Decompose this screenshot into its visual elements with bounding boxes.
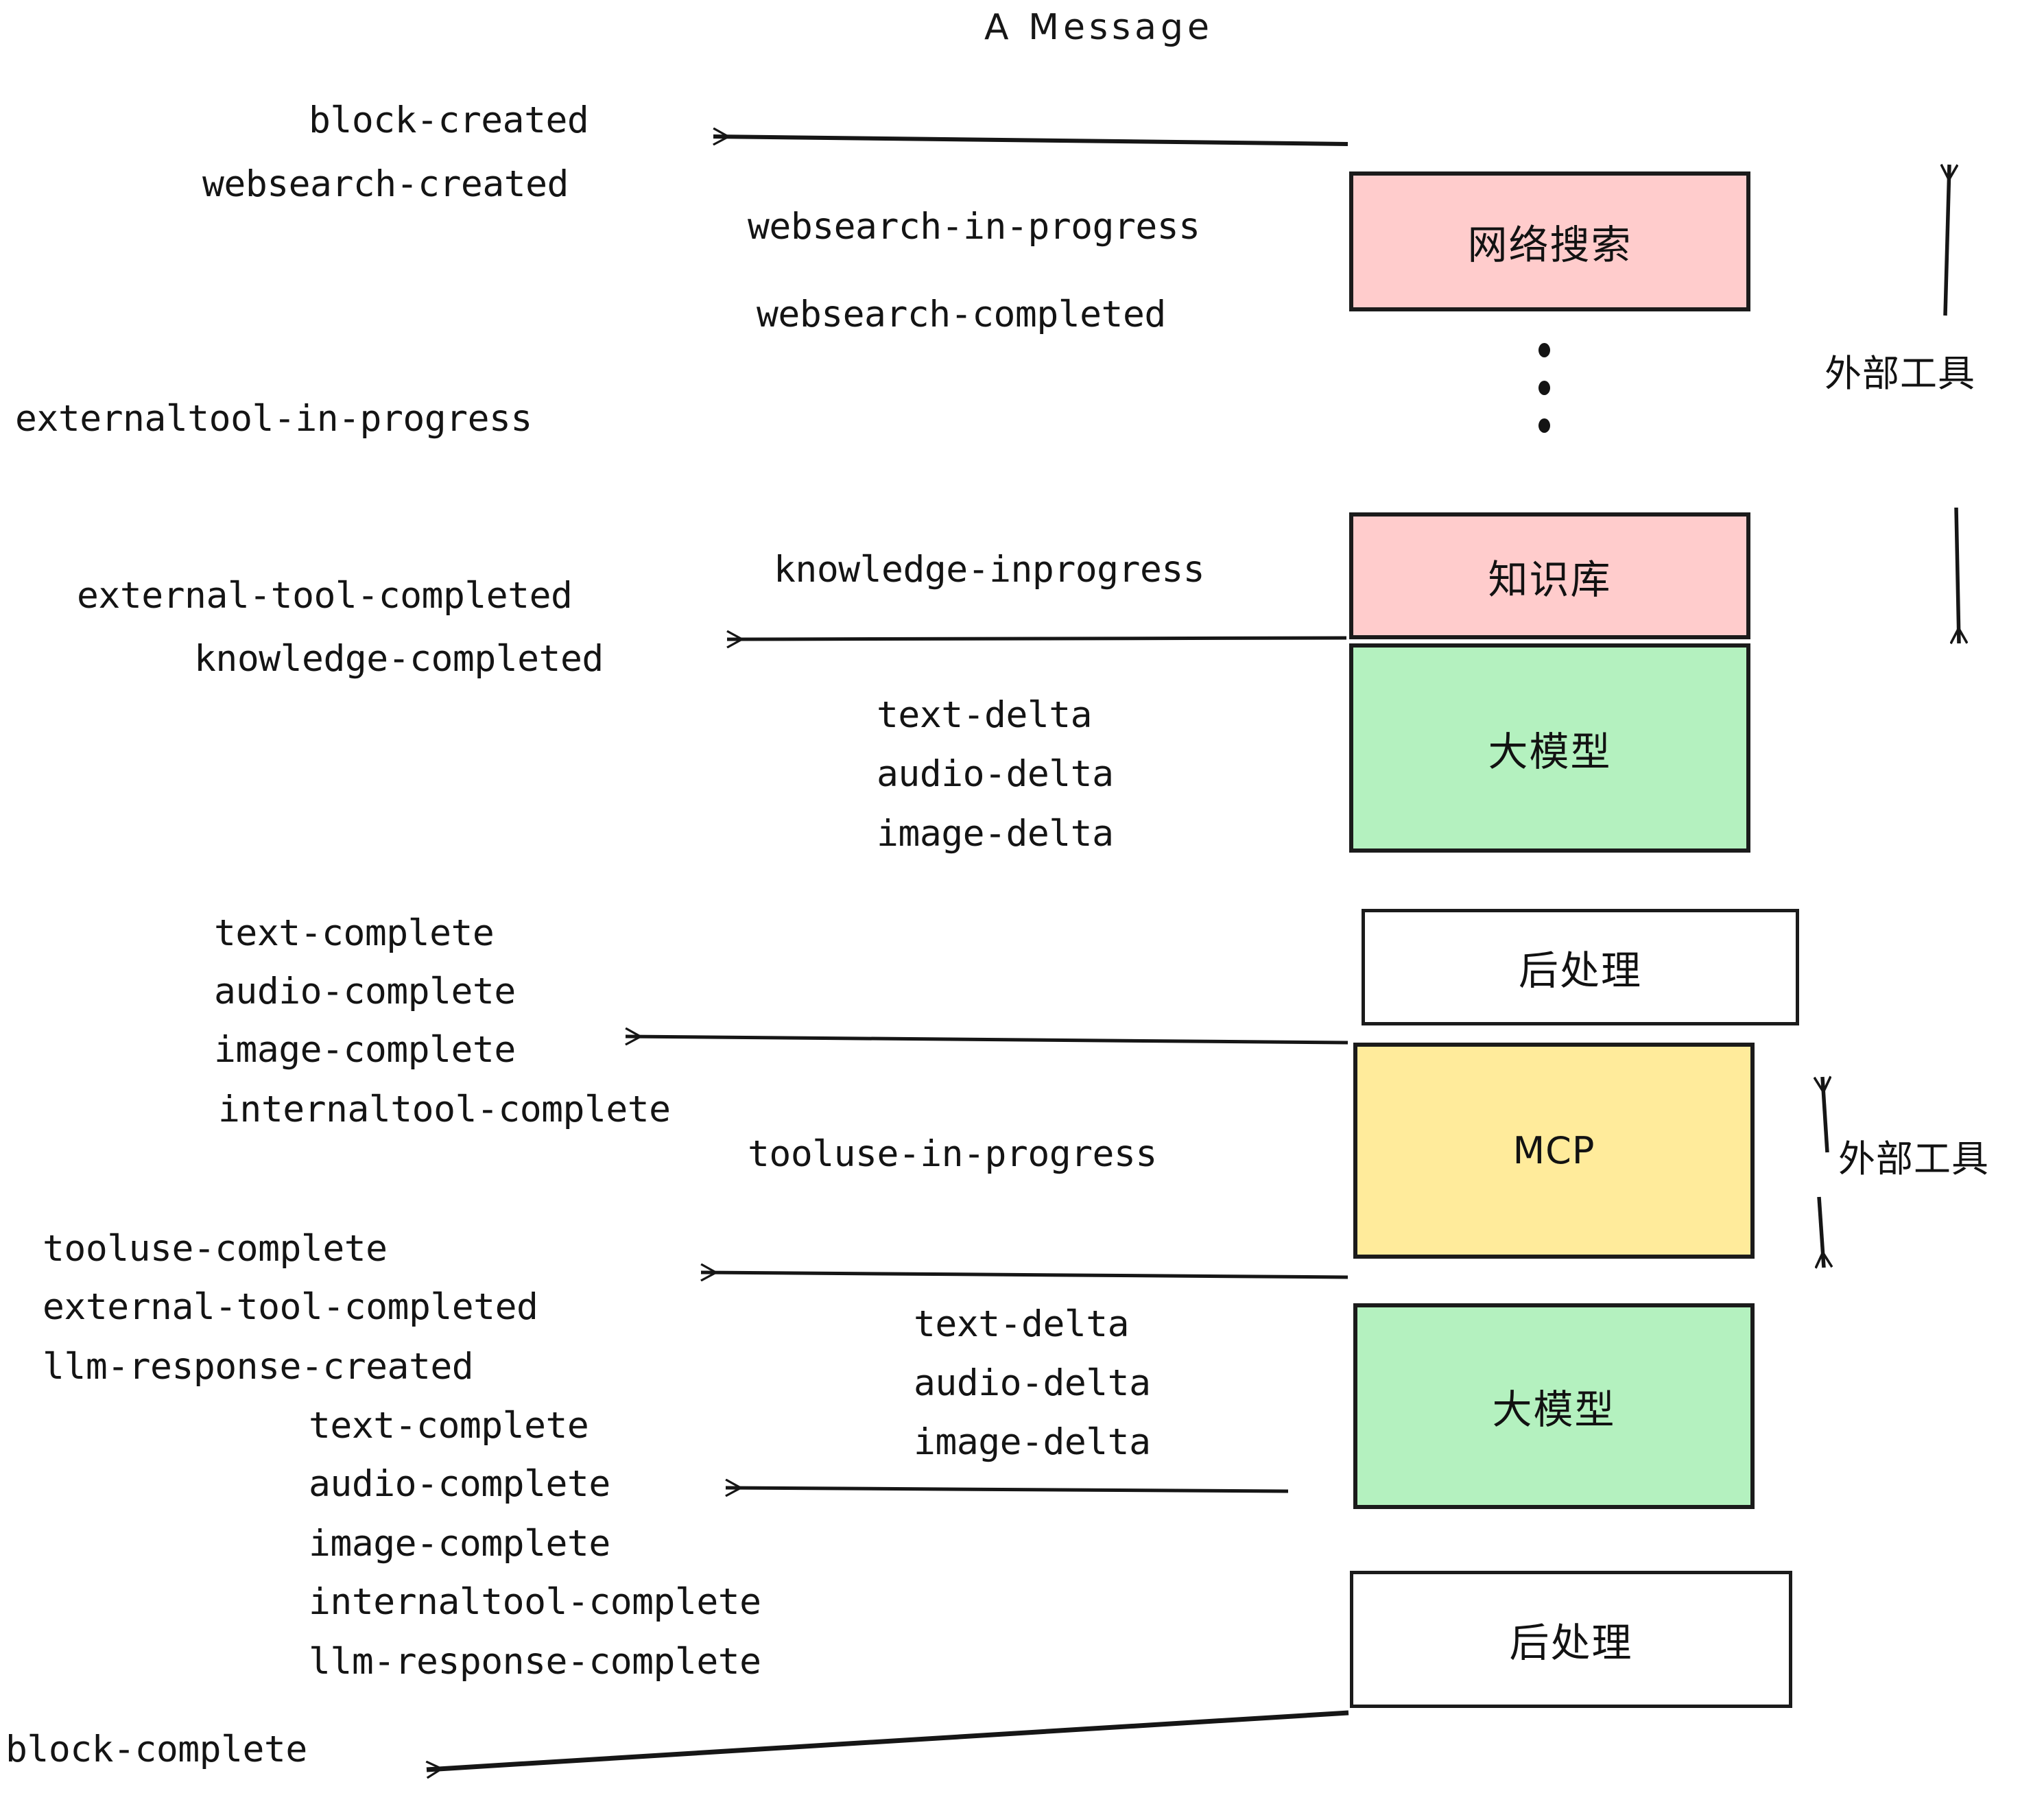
- event-block-complete: block-complete: [5, 1729, 307, 1770]
- node-llm-lower[interactable]: 大模型: [1353, 1303, 1755, 1509]
- event-externaltool-in-progress: externaltool-in-progress: [15, 398, 532, 440]
- event-audio-delta-upper: audio-delta: [877, 753, 1114, 795]
- node-mcp[interactable]: MCP: [1353, 1043, 1755, 1259]
- event-audio-delta-lower: audio-delta: [914, 1362, 1151, 1404]
- event-image-delta-lower: image-delta: [914, 1421, 1151, 1463]
- event-image-complete-upper: image-complete: [214, 1029, 516, 1071]
- event-audio-complete-lower: audio-complete: [309, 1463, 610, 1505]
- event-audio-complete-upper: audio-complete: [214, 971, 516, 1012]
- event-knowledge-completed: knowledge-completed: [194, 638, 604, 680]
- ellipsis-icon: [1538, 343, 1550, 433]
- event-websearch-in-progress: websearch-in-progress: [748, 206, 1200, 248]
- event-knowledge-inprogress: knowledge-inprogress: [774, 549, 1205, 591]
- event-image-delta-upper: image-delta: [877, 813, 1114, 855]
- event-tooluse-in-progress: tooluse-in-progress: [748, 1133, 1157, 1175]
- scope-label-external-tools-upper: 外部工具: [1825, 352, 1975, 395]
- event-llm-response-complete: llm-response-complete: [309, 1641, 761, 1683]
- event-image-complete-lower: image-complete: [309, 1523, 610, 1565]
- scope-label-external-tools-lower: 外部工具: [1838, 1137, 1989, 1180]
- event-external-tool-completed-upper: external-tool-completed: [77, 575, 573, 617]
- event-llm-response-created: llm-response-created: [43, 1346, 474, 1388]
- node-llm-upper[interactable]: 大模型: [1349, 643, 1750, 853]
- event-websearch-created: websearch-created: [202, 163, 569, 205]
- event-websearch-completed: websearch-completed: [757, 294, 1166, 335]
- arrow-block-created: [713, 137, 1348, 146]
- node-knowledge[interactable]: 知识库: [1349, 512, 1750, 639]
- arrow-image-complete: [626, 1036, 1348, 1043]
- page-title: A Message: [984, 7, 1214, 48]
- scope-arrow-external-tools-upper-down: [1956, 507, 1959, 643]
- event-text-complete-lower: text-complete: [309, 1405, 589, 1447]
- node-mcp-label: MCP: [1512, 1129, 1595, 1172]
- event-text-delta-lower: text-delta: [914, 1303, 1130, 1345]
- event-internaltool-complete-lower: internaltool-complete: [309, 1581, 761, 1623]
- node-knowledge-label: 知识库: [1488, 556, 1612, 603]
- node-llm-upper-label: 大模型: [1488, 728, 1612, 775]
- node-postprocess-lower[interactable]: 后处理: [1350, 1571, 1792, 1708]
- node-llm-lower-label: 大模型: [1492, 1386, 1616, 1433]
- scope-arrow-external-tools-upper-up: [1945, 165, 1949, 316]
- node-postprocess-upper-label: 后处理: [1518, 947, 1642, 994]
- event-text-delta-upper: text-delta: [877, 694, 1093, 736]
- node-websearch-label: 网络搜索: [1467, 222, 1632, 268]
- node-postprocess-lower-label: 后处理: [1509, 1619, 1633, 1666]
- arrow-knowledge-completed: [727, 638, 1347, 639]
- arrow-tooluse-complete: [701, 1272, 1348, 1277]
- node-websearch[interactable]: 网络搜索: [1349, 171, 1750, 311]
- event-text-complete-upper: text-complete: [214, 912, 495, 954]
- event-external-tool-completed-lower: external-tool-completed: [43, 1286, 538, 1328]
- arrow-audio-complete: [726, 1488, 1289, 1491]
- scope-arrow-external-tools-lower-down: [1819, 1196, 1824, 1268]
- event-tooluse-complete: tooluse-complete: [43, 1228, 388, 1270]
- scope-arrow-external-tools-lower-up: [1822, 1077, 1827, 1153]
- node-postprocess-upper[interactable]: 后处理: [1362, 909, 1799, 1025]
- event-block-created: block-created: [309, 99, 589, 141]
- event-internaltool-complete-upper: internaltool-complete: [218, 1089, 671, 1130]
- arrow-block-complete: [427, 1710, 1349, 1770]
